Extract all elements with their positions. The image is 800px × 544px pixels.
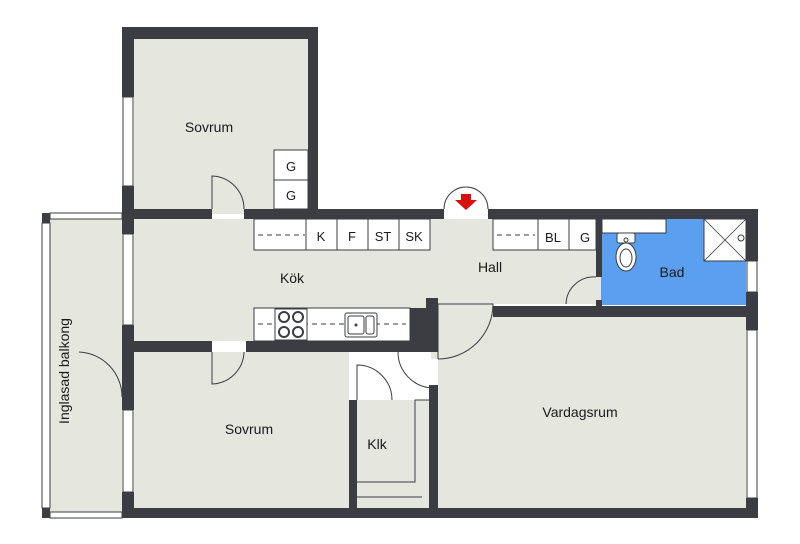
room-label-hall: Hall [478,259,502,275]
door-swing [356,364,393,401]
counter [253,218,431,251]
wall [42,213,50,223]
room-label-bedroom-top: Sovrum [185,119,233,135]
wall [746,209,758,261]
kitchen-upper-counter: K F ST SK [253,218,431,251]
room-label-kitchen: Kök [280,270,305,286]
fixture-label-g: G [580,230,590,245]
wall [244,209,444,219]
room-label-living-room: Vardagsrum [542,404,617,420]
wall [122,508,758,518]
wardrobe-label: G [286,159,296,174]
living-room-floor [438,317,746,508]
balcony-window [49,212,123,220]
wardrobe-label: G [286,188,296,203]
shower-icon [703,218,747,262]
wall [42,508,50,518]
balcony-window [49,511,123,519]
walls [42,27,758,518]
stove-icon [274,308,308,341]
window [746,329,758,499]
wall [122,209,212,219]
room-label-closet: Klk [367,436,387,452]
window [122,233,134,326]
kitchen-lower-counter [253,307,411,342]
wall [410,308,430,344]
door-swing [211,175,245,210]
wall [122,325,134,410]
wall [122,492,134,518]
bedroom-bottom-floor [134,352,349,508]
fixture-label-bl: BL [545,230,561,245]
wardrobe [273,179,309,210]
wall [122,341,212,352]
room-label-balcony: Inglasad balkong [56,318,72,424]
fixture-label-st: ST [375,229,392,244]
door-swing [565,276,597,305]
wall [308,27,318,219]
fixture-label-k: K [317,229,326,244]
wall [596,300,602,310]
toilet-icon [615,232,637,272]
wall [122,27,134,97]
wall [122,27,318,39]
windows [41,96,758,519]
door-swing [443,186,489,210]
room-label-bathroom: Bad [660,264,685,280]
sink-icon [344,312,378,338]
fixture-label-sk: SK [405,229,423,244]
window [122,409,134,493]
balcony-window [41,222,51,509]
closet-shelf [357,399,429,483]
window [122,96,134,187]
wall [429,385,438,518]
wall [493,306,758,317]
window [746,260,758,293]
doors [78,175,597,401]
wall [349,400,357,518]
wall [596,219,602,277]
wardrobe [273,149,309,181]
bathroom-fixtures [601,218,747,272]
wall [246,341,432,352]
hall-storage: BL G [492,218,597,251]
room-labels: Sovrum Kök Hall Bad Sovrum Klk Vardagsru… [56,119,684,452]
door-swing [397,351,435,389]
bedroom-wardrobes: G G [273,149,309,210]
floor-areas [47,39,746,512]
bath-counter [601,218,667,234]
closet-floor [357,400,429,508]
wall [488,209,758,219]
room-label-bedroom-bottom: Sovrum [225,421,273,437]
fixture-label-f: F [348,229,356,244]
door-swing [211,351,245,385]
entrance-arrow-icon [455,194,477,210]
balcony-floor [47,218,122,512]
door-swing [78,351,123,398]
door-swing [437,303,494,360]
